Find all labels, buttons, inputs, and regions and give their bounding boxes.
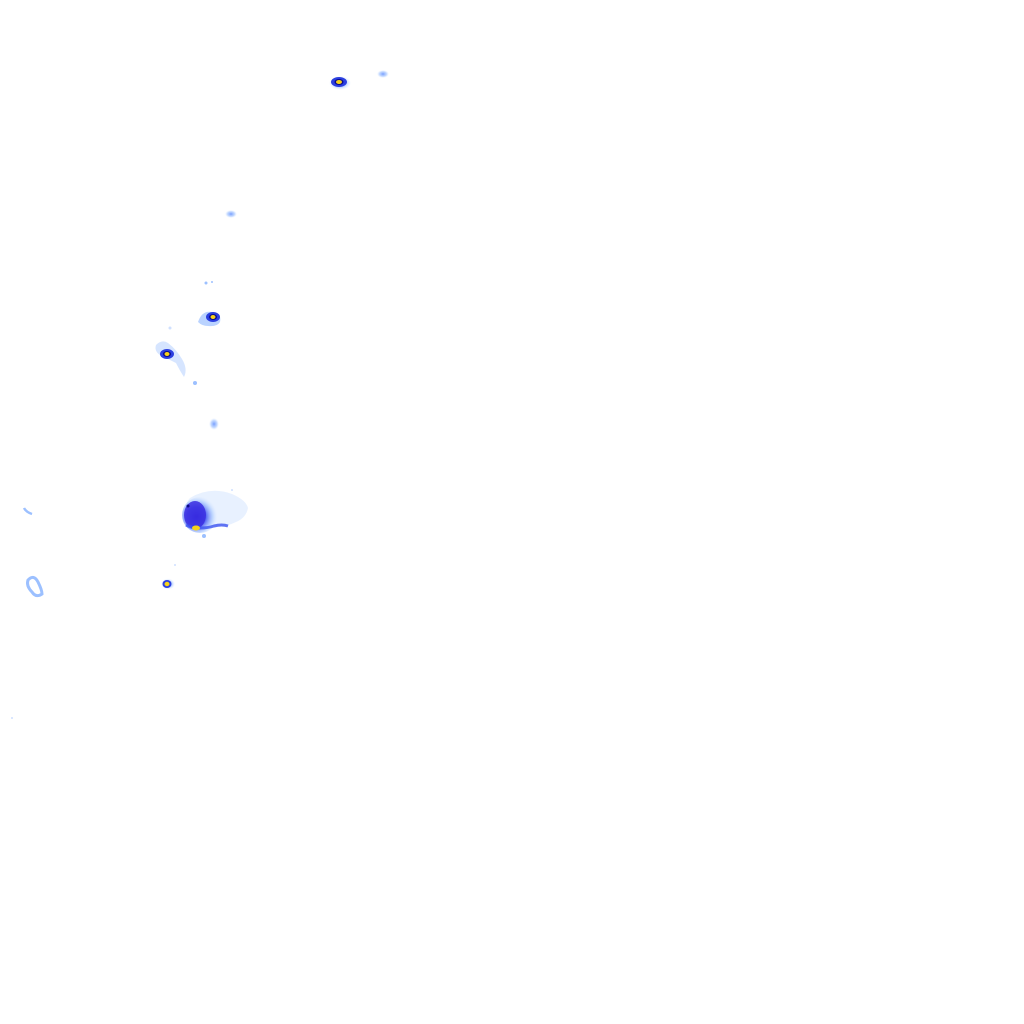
precip-cell-e — [155, 326, 197, 385]
precip-cell-d — [198, 281, 221, 327]
precip-cell-c — [225, 210, 237, 218]
precip-cell-a — [329, 76, 351, 90]
precip-cell-b — [377, 70, 389, 78]
precip-cell-i — [161, 564, 176, 590]
precip-cell-j — [11, 575, 44, 719]
precip-cell-g — [182, 489, 248, 538]
precip-cell-f — [209, 418, 219, 430]
precip-cell-h — [22, 507, 33, 516]
